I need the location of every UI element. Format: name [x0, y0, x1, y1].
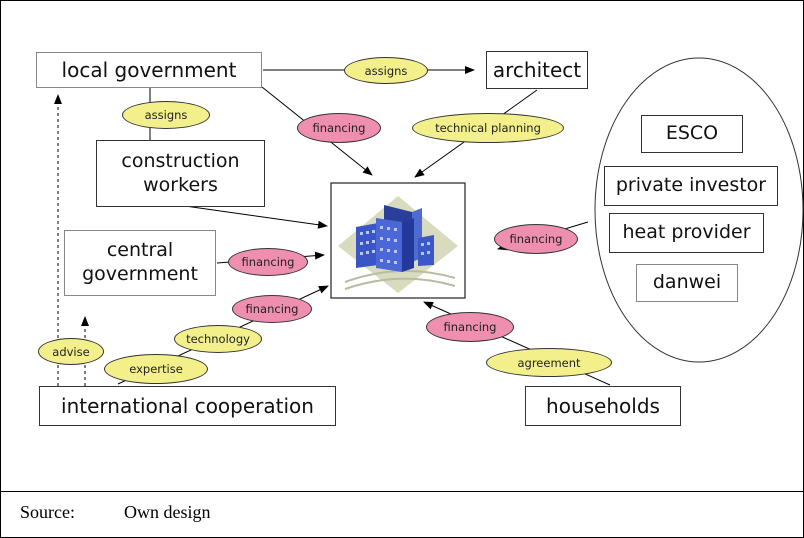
architect-box: architect [486, 51, 588, 89]
source-label: Source: [20, 502, 75, 522]
source-text: Own design [124, 502, 211, 522]
assigns-workers-label: assigns [122, 101, 210, 129]
esco-box: ESCO [641, 115, 743, 153]
financing-central-label: financing [228, 248, 308, 276]
construction-workers-line2: workers [143, 173, 218, 196]
source-note: Source: Own design [20, 502, 211, 523]
households-box: households [525, 386, 681, 426]
financing-local-label: financing [297, 113, 381, 143]
central-government-box: central government [64, 230, 216, 296]
local-government-box: local government [36, 52, 262, 88]
technology-label: technology [174, 325, 262, 353]
technical-planning-label: technical planning [412, 113, 564, 143]
danwei-box: danwei [636, 264, 738, 302]
construction-workers-line1: construction [121, 149, 240, 172]
edge-workers-to-building [177, 204, 328, 229]
construction-workers-box: construction workers [96, 140, 265, 207]
footer-divider [0, 491, 804, 492]
agreement-label: agreement [486, 348, 612, 377]
private-investor-box: private investor [604, 166, 778, 206]
financing-intl-label: financing [232, 295, 312, 323]
assigns-architect-label: assigns [344, 57, 428, 84]
international-cooperation-box: international cooperation [39, 386, 336, 426]
financing-households-label: financing [426, 312, 514, 342]
building-icon [330, 182, 466, 299]
financing-right-label: financing [494, 224, 578, 254]
private-actors-group [594, 57, 804, 363]
advise-label: advise [38, 338, 104, 365]
central-government-line2: government [82, 263, 198, 285]
heat-provider-box: heat provider [609, 213, 764, 253]
central-government-line1: central [106, 239, 174, 262]
expertise-label: expertise [104, 354, 208, 384]
